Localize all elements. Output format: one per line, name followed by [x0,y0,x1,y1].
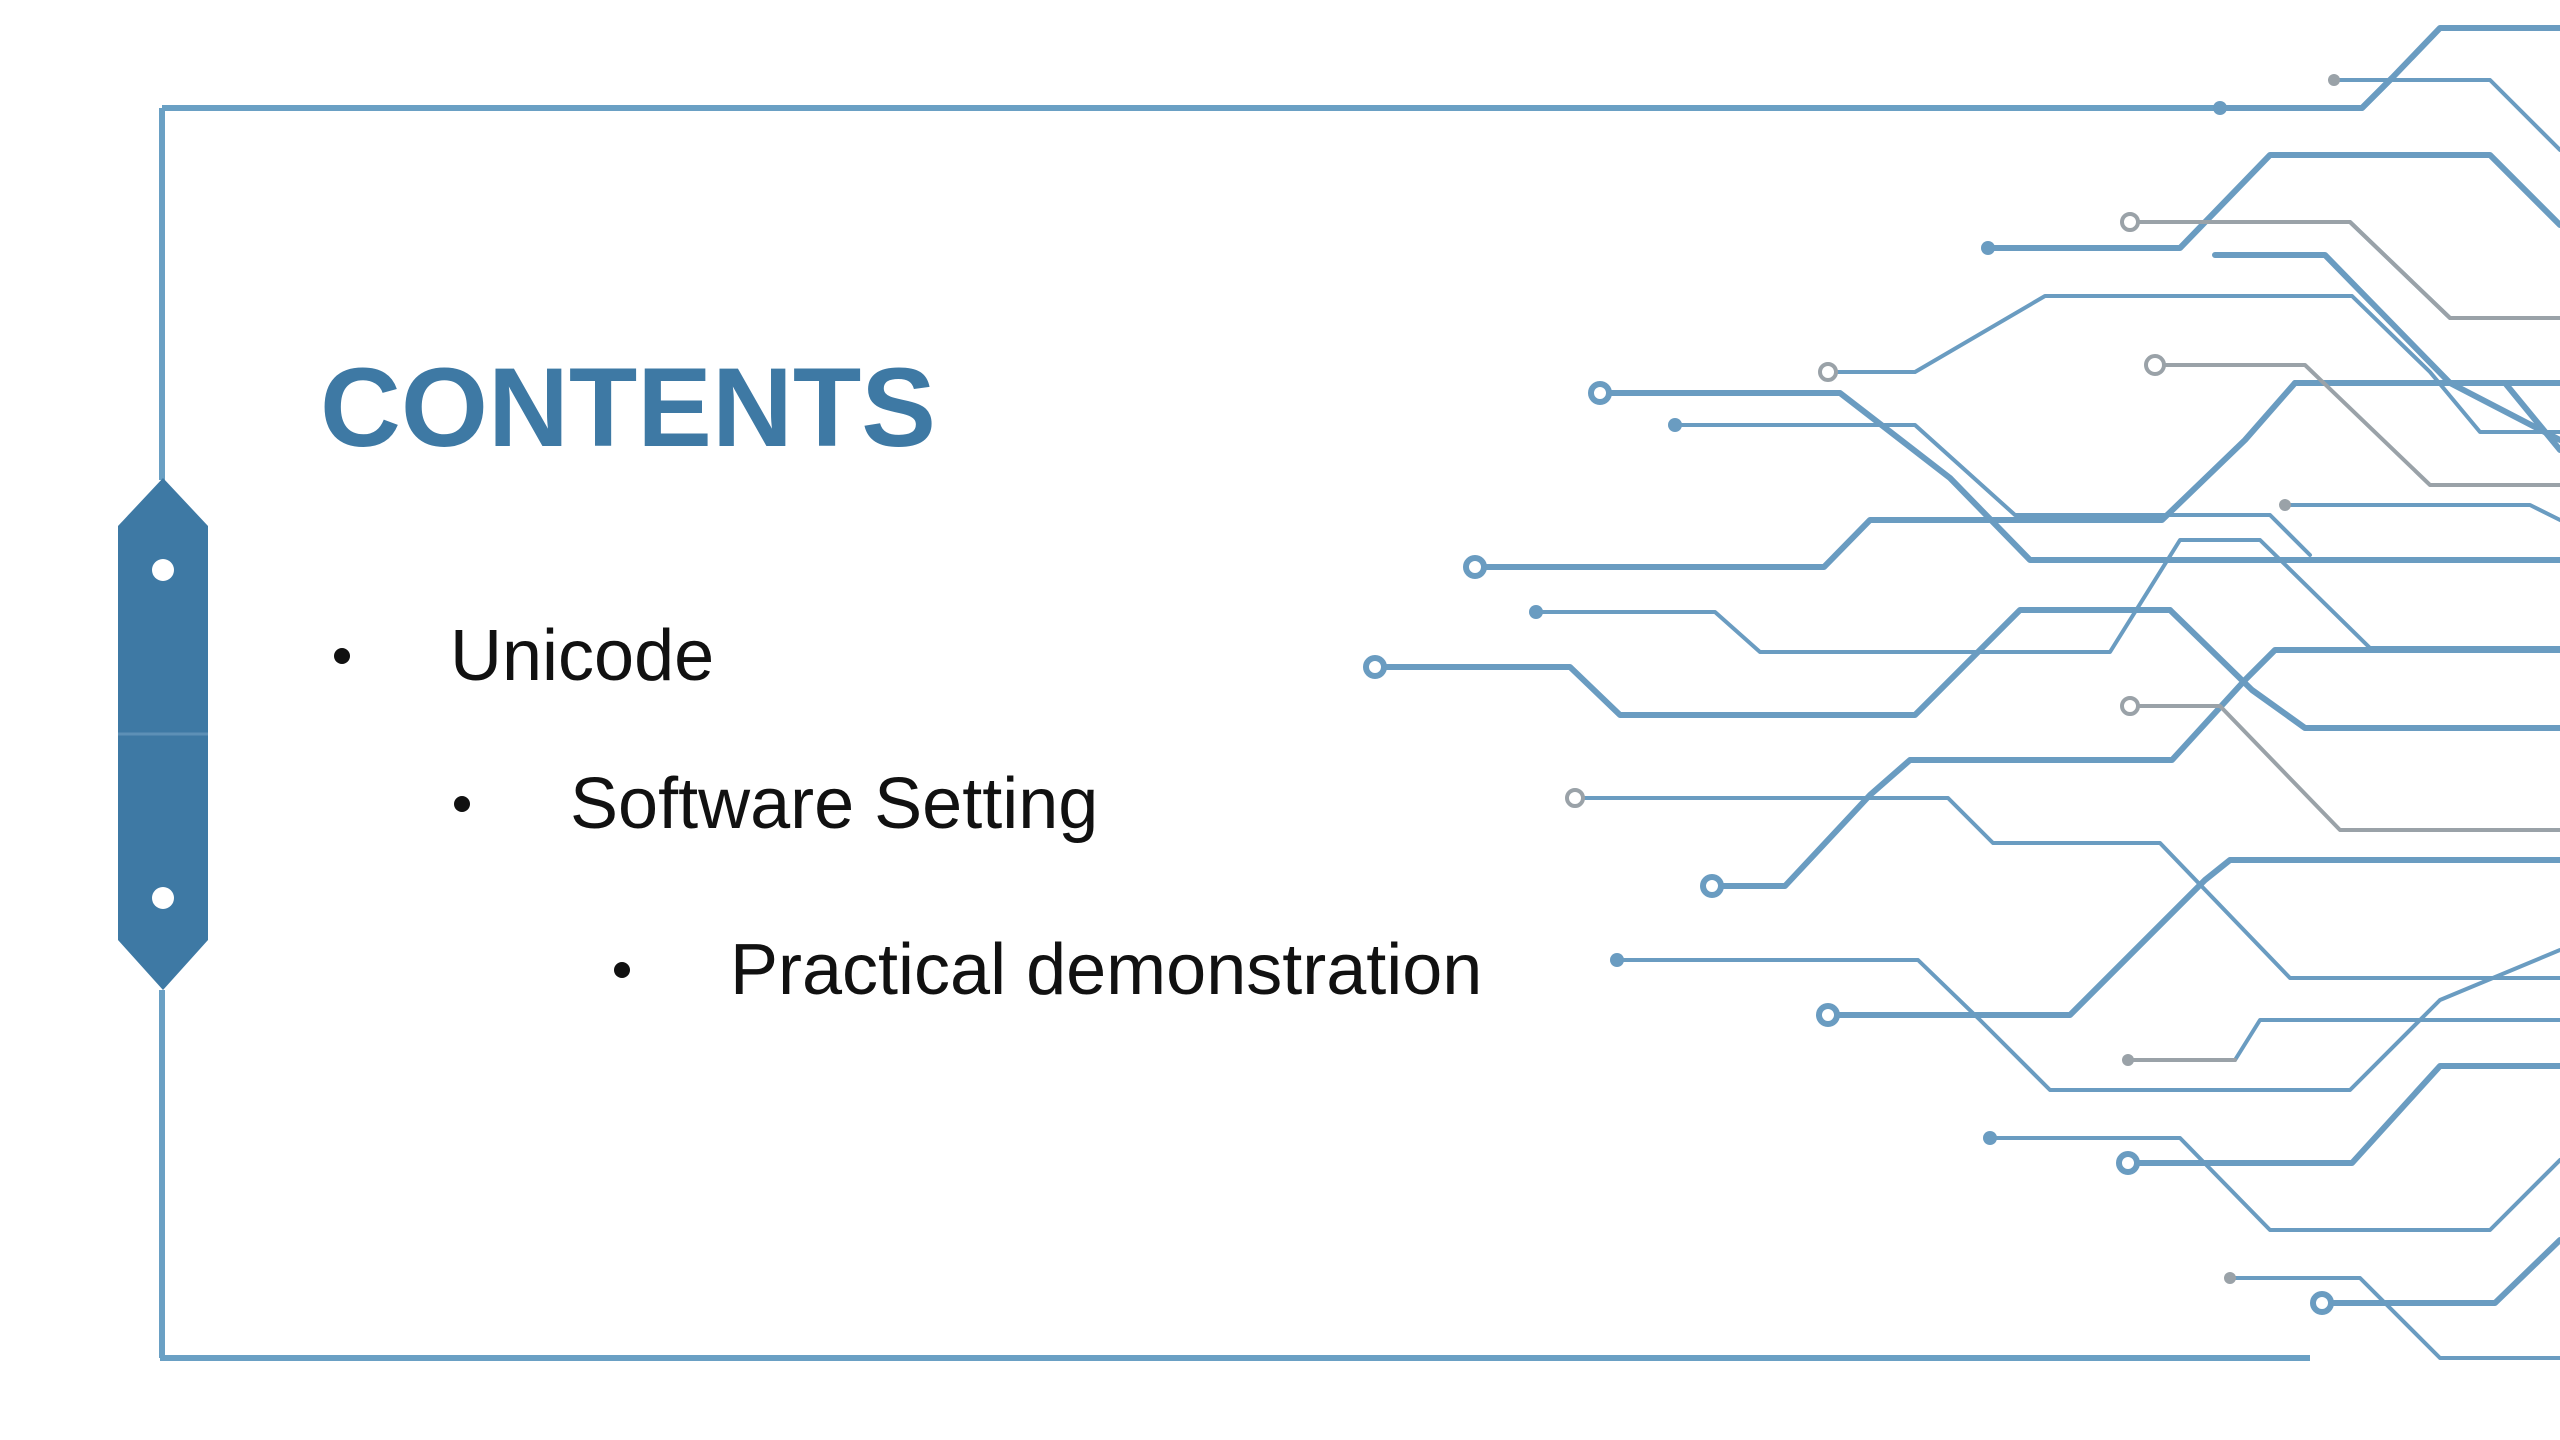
bullet-icon [334,648,350,664]
side-tab-icon [118,478,208,990]
frame-lines [159,105,2310,1361]
list-item: Software Setting [454,768,1098,840]
circuit-decoration [1363,25,2560,1360]
list-item: Unicode [334,620,714,692]
bullet-icon [454,796,470,812]
bullet-icon [614,962,630,978]
slide-title: CONTENTS [320,345,936,470]
list-item-label: Unicode [450,616,715,696]
list-item-label: Practical demonstration [730,930,1483,1010]
list-item: Practical demonstration [614,934,1482,1006]
list-item-label: Software Setting [570,764,1099,844]
